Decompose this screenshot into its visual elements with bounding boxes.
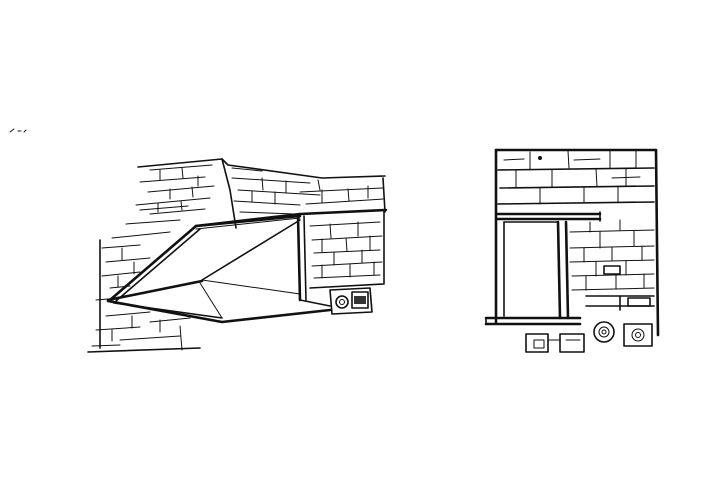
lintel-beam <box>496 211 602 222</box>
bottom-blocks <box>525 295 655 353</box>
awning-canopy <box>106 214 332 324</box>
top-masonry-band <box>497 149 655 205</box>
stray-marks <box>9 128 27 133</box>
side-masonry <box>569 219 655 291</box>
elevation-outline <box>494 148 660 337</box>
left-wall-masonry <box>87 205 201 353</box>
sill-bar <box>484 316 582 326</box>
right-wall-masonry <box>305 209 385 315</box>
perspective-sketch-awning <box>87 158 388 353</box>
window-opening <box>503 220 570 320</box>
elevation-sketch-window <box>484 148 660 353</box>
